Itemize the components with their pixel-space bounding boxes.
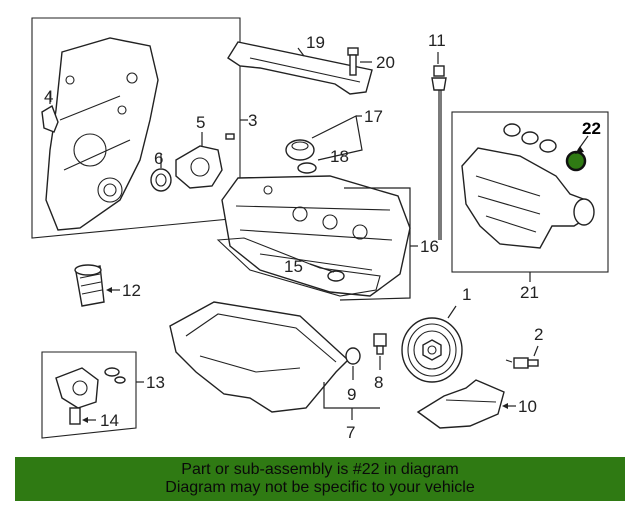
callout-3: 3	[248, 111, 257, 130]
callout-11: 11	[428, 31, 446, 50]
part-19-engine-cover	[227, 41, 373, 95]
part-9-o-ring	[345, 347, 361, 365]
callout-6: 6	[154, 149, 163, 168]
oil-pump-group	[41, 351, 144, 439]
part-15-washer	[327, 270, 345, 282]
oil-pan	[169, 301, 380, 420]
intake-manifold-group	[451, 111, 609, 282]
callout-17: 17	[364, 107, 383, 126]
callout-14: 14	[100, 411, 119, 430]
part-1-crankshaft-pulley	[401, 317, 463, 383]
part-18-cap-seal	[297, 162, 317, 174]
part-10-baffle	[416, 379, 505, 429]
callout-12: 12	[122, 281, 141, 300]
callout-5: 5	[196, 113, 205, 132]
callout-16: 16	[420, 237, 439, 256]
part-20-bolt	[347, 47, 359, 76]
part-6-oil-seal	[150, 168, 172, 192]
valve-cover-group	[216, 115, 418, 301]
banner-line-1: Part or sub-assembly is #22 in diagram	[181, 461, 459, 478]
callout-8: 8	[374, 373, 383, 392]
part-5-tensioner	[175, 145, 223, 189]
part-4-gasket	[41, 104, 59, 133]
callout-20: 20	[376, 53, 395, 72]
timing-cover	[45, 37, 159, 231]
part-8-drain-plug	[373, 333, 387, 355]
callout-22: 22	[582, 119, 601, 138]
part-12-oil-filter	[74, 264, 105, 307]
callout-13: 13	[146, 373, 165, 392]
callout-9: 9	[347, 385, 356, 404]
part-2-sensor	[505, 357, 539, 369]
callout-1: 1	[462, 285, 471, 304]
callout-2: 2	[534, 325, 543, 344]
callout-19: 19	[306, 33, 325, 52]
part-14-strainer	[69, 407, 81, 425]
banner-line-2: Diagram may not be specific to your vehi…	[165, 479, 475, 496]
part-11-dipstick	[431, 65, 447, 240]
callout-15: 15	[284, 257, 303, 276]
part-22-highlighted-seal	[565, 150, 587, 172]
callout-21: 21	[520, 283, 539, 302]
group-box-13	[41, 351, 137, 439]
timing-cover-group	[31, 17, 248, 239]
tensioner-bolt	[225, 133, 235, 140]
info-banner: Part or sub-assembly is #22 in diagram D…	[15, 457, 625, 501]
callout-10: 10	[518, 397, 537, 416]
oil-pan-body	[169, 301, 350, 413]
oil-pump-body	[55, 367, 99, 409]
part-16-valve-cover	[221, 175, 411, 297]
valve-cover-gasket	[216, 237, 381, 297]
part-22-arrow-icon	[575, 146, 584, 154]
callout-18: 18	[330, 147, 349, 166]
callout-4: 4	[44, 87, 53, 106]
callout-7: 7	[346, 423, 355, 442]
